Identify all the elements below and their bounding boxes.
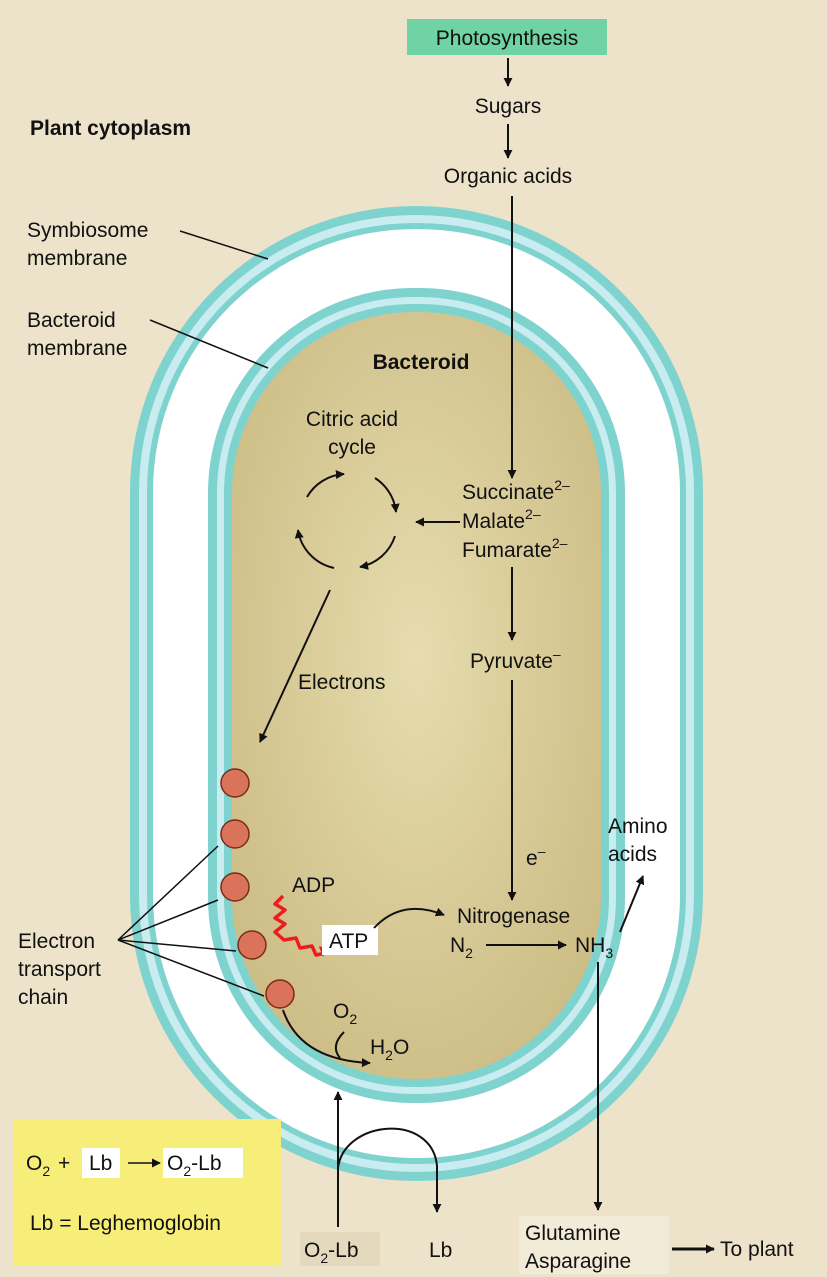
electrons-label: Electrons — [298, 671, 386, 694]
symbiosome-label-line2: membrane — [27, 247, 127, 270]
bacteroid-label: Bacteroid — [373, 351, 470, 374]
bacteroid-membrane-label-line2: membrane — [27, 337, 127, 360]
adp-label: ADP — [292, 874, 335, 897]
pyruvate-label: Pyruvate– — [470, 646, 561, 673]
legend-lb: Lb — [89, 1152, 112, 1175]
etc-complex-2 — [221, 820, 249, 848]
succinate-label: Succinate2– — [462, 477, 570, 504]
organic-acids-label: Organic acids — [444, 165, 572, 188]
amino-acids-label-line2: acids — [608, 843, 657, 866]
citric-acid-label-line2: cycle — [328, 436, 376, 459]
amino-acids-label-line1: Amino — [608, 815, 668, 838]
citric-acid-label-line1: Citric acid — [306, 408, 398, 431]
legend-definition: Lb = Leghemoglobin — [30, 1212, 221, 1235]
photosynthesis-label: Photosynthesis — [436, 27, 578, 50]
plant-cytoplasm-label: Plant cytoplasm — [30, 117, 191, 140]
etc-complex-3 — [221, 873, 249, 901]
etc-label-line2: transport — [18, 958, 101, 981]
sugars-label: Sugars — [475, 95, 542, 118]
fumarate-label: Fumarate2– — [462, 535, 568, 562]
bacteroid-interior — [232, 312, 601, 1079]
etc-complex-5 — [266, 980, 294, 1008]
lb-bottom-label: Lb — [429, 1239, 452, 1262]
to-plant-label: To plant — [720, 1238, 794, 1261]
atp-label: ATP — [329, 930, 368, 953]
o2lb-bottom-label: O2-Lb — [304, 1239, 359, 1266]
symbiosome-label-line1: Symbiosome — [27, 219, 148, 242]
etc-complex-4 — [238, 931, 266, 959]
etc-label-line1: Electron — [18, 930, 95, 953]
etc-label-line3: chain — [18, 986, 68, 1009]
asparagine-label: Asparagine — [525, 1250, 631, 1273]
legend-box — [14, 1119, 281, 1266]
legend-o2lb: O2-Lb — [167, 1152, 222, 1179]
glutamine-label: Glutamine — [525, 1222, 621, 1245]
nitrogenase-label: Nitrogenase — [457, 905, 570, 928]
legend-plus: + — [58, 1152, 70, 1175]
bacteroid-membrane-label-line1: Bacteroid — [27, 309, 116, 332]
etc-complex-1 — [221, 769, 249, 797]
